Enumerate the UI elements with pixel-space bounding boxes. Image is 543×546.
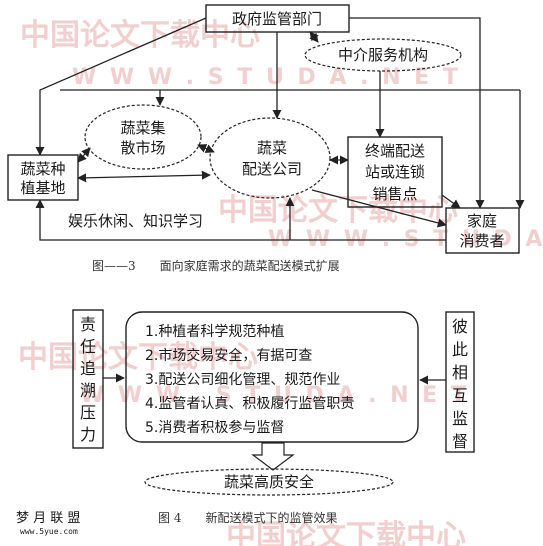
measure-item-2: 2.市场交易安全，有据可查 [145, 347, 312, 364]
left-char-5: 压 [80, 403, 96, 422]
down-arrow-shape [251, 442, 295, 471]
consumer-label-2: 消费者 [459, 232, 504, 250]
watermark-text-3: 中国论文下载中心 [18, 340, 258, 375]
intermediary-ellipse [304, 38, 462, 72]
figure-3-caption: 图——3 面向家庭需求的蔬菜配送模式扩展 [92, 258, 340, 273]
consumer-to-planting-loop [35, 199, 446, 241]
market-ellipse [84, 104, 202, 170]
figure-4: 责 任 追 溯 压 力 彼 此 相 互 监 督 1.种植者科学规范种植 2.市场… [72, 309, 475, 525]
watermark-text-1: 中国论文下载中心 [20, 18, 260, 53]
logo-url: www.5yue.com [20, 527, 78, 536]
watermark-url-1: W W W . S T U D A . N E T [72, 65, 461, 90]
distribution-label-1: 蔬菜 [257, 139, 287, 157]
government-label: 政府监管部门 [232, 10, 322, 28]
terminal-label-3: 销售点 [372, 185, 417, 203]
planting-distribution-link [77, 170, 211, 183]
market-label-2: 散市场 [120, 139, 165, 157]
left-pressure-text: 责 任 追 溯 压 力 [80, 315, 96, 444]
right-char-1: 彼 [452, 317, 468, 336]
logo-name: 梦 月 联 盟 [16, 511, 80, 526]
intermediary-label: 中介服务机构 [338, 46, 428, 64]
gov-intermediary-link [309, 31, 319, 43]
right-char-6: 督 [452, 432, 468, 451]
left-pressure-box [72, 309, 104, 449]
consumer-label-1: 家庭 [467, 212, 497, 230]
planting-label-2: 植基地 [20, 179, 65, 197]
left-char-6: 力 [80, 425, 96, 444]
figure-3-connectors [35, 17, 525, 241]
distribution-label-2: 配送公司 [242, 160, 302, 178]
watermark-layer: 中国论文下载中心 W W W . S T U D A . N E T 中国论文下… [18, 18, 543, 546]
terminal-label-2: 站或连锁 [365, 163, 425, 181]
planting-label-1: 蔬菜种 [20, 160, 65, 178]
right-char-3: 相 [452, 363, 468, 382]
result-label: 蔬菜高质安全 [224, 473, 314, 491]
watermark-text-4: 中国论文下载中心 [226, 519, 466, 546]
left-char-3: 追 [80, 359, 96, 378]
right-char-4: 互 [452, 386, 468, 405]
terminal-label-1: 终端配送 [365, 142, 425, 160]
distribution-ellipse [209, 117, 331, 199]
planting-market-link [77, 147, 91, 163]
watermark-url-3: W W W . S T U D A . N E T [80, 383, 469, 408]
distribution-consumer-link [311, 189, 447, 228]
gov-to-planting-line [35, 17, 207, 156]
watermark-text-2: 中国论文下载中心 [218, 193, 458, 228]
down-arrow [251, 442, 295, 471]
right-supervision-box [445, 311, 475, 453]
left-char-1: 责 [80, 315, 96, 334]
left-char-2: 任 [80, 337, 96, 356]
right-char-5: 监 [452, 409, 468, 428]
measure-item-1: 1.种植者科学规范种植 [145, 323, 284, 340]
site-logo: 梦 月 联 盟 www.5yue.com [16, 511, 80, 536]
terminal-consumer-link [441, 194, 461, 209]
right-char-2: 此 [452, 340, 468, 359]
market-label-1: 蔬菜集 [120, 119, 165, 137]
figure-3: 政府监管部门 中介服务机构 蔬菜集 散市场 蔬菜 配送公司 蔬菜种 植基地 终端… [7, 4, 525, 273]
leisure-label: 娱乐休闲、知识学习 [68, 212, 203, 230]
market-distribution-link [197, 144, 215, 153]
measures-box [125, 311, 419, 443]
terminal-box [347, 136, 443, 208]
right-supervision-text: 彼 此 相 互 监 督 [452, 317, 468, 451]
measure-item-4: 4.监管者认真、积极履行监管职责 [145, 396, 354, 412]
gov-to-consumer-line [349, 17, 485, 209]
result-ellipse [144, 468, 394, 496]
figure-4-caption: 图 4 新配送模式下的监管效果 [158, 510, 337, 525]
measure-item-5: 5.消费者积极参与监督 [145, 419, 284, 436]
left-char-4: 溯 [80, 381, 96, 400]
measure-item-3: 3.配送公司细化管理、规范作业 [145, 371, 340, 388]
